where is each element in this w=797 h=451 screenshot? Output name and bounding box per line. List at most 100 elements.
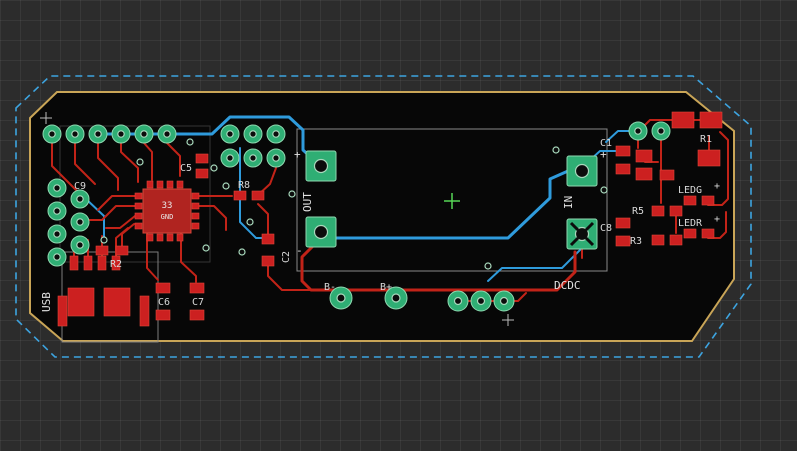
through-hole-pad[interactable] (111, 124, 131, 144)
copper-trace-top[interactable] (143, 142, 153, 181)
via[interactable] (136, 158, 144, 166)
label-c7[interactable]: C7 (192, 297, 204, 308)
through-hole-pad[interactable] (266, 148, 286, 168)
label-ledr[interactable]: LEDR (678, 218, 703, 229)
component-usb-connector[interactable] (57, 255, 150, 327)
smd-pad-ledg[interactable] (683, 195, 697, 206)
label-r8[interactable]: R8 (238, 180, 250, 191)
copper-trace-top[interactable] (105, 215, 136, 229)
smd-pad-c7[interactable] (189, 282, 205, 294)
smd-pad-c6[interactable] (155, 282, 171, 294)
copper-trace-top[interactable] (267, 261, 312, 291)
label-c8[interactable]: C8 (600, 223, 612, 234)
copper-trace-top[interactable] (707, 131, 729, 206)
smd-pad-ledr[interactable] (701, 228, 715, 239)
smd-pad-c7[interactable] (189, 309, 205, 321)
label-dcdc[interactable]: DCDC (554, 279, 581, 292)
label-c5[interactable]: C5 (180, 163, 192, 174)
component-ic-regulator[interactable]: 33 GND (134, 180, 200, 242)
smd-pad-c8[interactable] (615, 235, 631, 247)
smd-pad-c6[interactable] (155, 309, 171, 321)
through-hole-pad[interactable] (134, 124, 154, 144)
via[interactable] (186, 138, 194, 146)
through-hole-pad[interactable] (243, 148, 263, 168)
smd-pad-r1[interactable] (671, 111, 695, 129)
copper-trace-bottom[interactable] (102, 115, 316, 162)
smd-pad-r2[interactable] (95, 245, 109, 256)
through-hole-pad[interactable] (157, 124, 177, 144)
copper-trace-bottom[interactable] (334, 169, 570, 240)
through-hole-pad[interactable] (220, 124, 240, 144)
smd-pad-r3[interactable] (669, 234, 683, 246)
smd-pad-c5[interactable] (195, 168, 209, 179)
via[interactable] (246, 218, 254, 226)
smd-pad-r3[interactable] (651, 234, 665, 246)
label-out[interactable]: OUT (301, 192, 314, 212)
through-hole-pad[interactable] (651, 121, 671, 141)
through-hole-pad[interactable] (88, 124, 108, 144)
via[interactable] (202, 244, 210, 252)
via[interactable] (484, 262, 492, 270)
copper-trace-top[interactable] (97, 142, 119, 191)
via[interactable] (600, 186, 608, 194)
through-hole-pad[interactable] (47, 247, 67, 267)
smd-pad-r2[interactable] (115, 245, 129, 256)
pad-in-minus[interactable] (566, 218, 598, 250)
via[interactable] (222, 182, 230, 190)
through-hole-pad[interactable] (266, 124, 286, 144)
copper-trace-top[interactable] (146, 233, 159, 281)
copper-trace-bottom[interactable] (85, 198, 105, 239)
copper-trace-top[interactable] (166, 142, 181, 177)
smd-pad[interactable] (697, 149, 721, 167)
through-hole-pad[interactable] (470, 290, 492, 312)
smd-pad[interactable] (635, 167, 653, 181)
smd-pad-c2[interactable] (261, 255, 275, 267)
label-r5[interactable]: R5 (632, 206, 644, 217)
label-c2[interactable]: C2 (281, 251, 292, 263)
label-in[interactable]: IN (562, 196, 575, 209)
label-r2[interactable]: R2 (110, 259, 122, 270)
via[interactable] (288, 190, 296, 198)
through-hole-pad[interactable] (628, 121, 648, 141)
smd-pad-ledr[interactable] (683, 228, 697, 239)
pad-battery-plus[interactable] (384, 286, 408, 310)
via[interactable] (100, 236, 108, 244)
copper-trace-top[interactable] (180, 233, 197, 283)
copper-trace-bottom[interactable] (487, 247, 583, 282)
smd-pad[interactable] (659, 169, 675, 181)
through-hole-pad[interactable] (70, 212, 90, 232)
through-hole-pad[interactable] (70, 235, 90, 255)
label-ledg[interactable]: LEDG (678, 185, 702, 196)
through-hole-pad[interactable] (47, 224, 67, 244)
board-margin-outline[interactable] (15, 75, 752, 358)
copper-trace-top[interactable] (300, 242, 577, 292)
via[interactable] (238, 248, 246, 256)
smd-pad-c8[interactable] (615, 217, 631, 229)
copper-trace-top[interactable] (192, 205, 227, 231)
copper-trace-top[interactable] (87, 205, 136, 221)
through-hole-pad[interactable] (447, 290, 469, 312)
through-hole-pad[interactable] (243, 124, 263, 144)
pad-out-minus[interactable] (305, 216, 337, 248)
smd-pad-c1[interactable] (615, 163, 631, 175)
via[interactable] (210, 164, 218, 172)
smd-pad-c5[interactable] (195, 153, 209, 164)
through-hole-pad[interactable] (220, 148, 240, 168)
copper-trace-bottom[interactable] (239, 147, 263, 239)
through-hole-pad[interactable] (65, 124, 85, 144)
through-hole-pad[interactable] (70, 189, 90, 209)
smd-pad-r5[interactable] (669, 205, 683, 217)
label-b-minus[interactable]: B- (324, 282, 336, 293)
label-b-plus[interactable]: B+ (380, 282, 392, 293)
smd-pad-r1[interactable] (699, 111, 723, 129)
through-hole-pad[interactable] (47, 178, 67, 198)
copper-trace-top[interactable] (120, 142, 139, 183)
pad-out-plus[interactable] (305, 150, 337, 182)
label-usb[interactable]: USB (40, 292, 53, 312)
copper-trace-top[interactable] (642, 119, 673, 128)
pad-battery-minus[interactable] (329, 286, 353, 310)
copper-trace-top[interactable] (257, 203, 269, 241)
smd-pad[interactable] (635, 149, 653, 163)
